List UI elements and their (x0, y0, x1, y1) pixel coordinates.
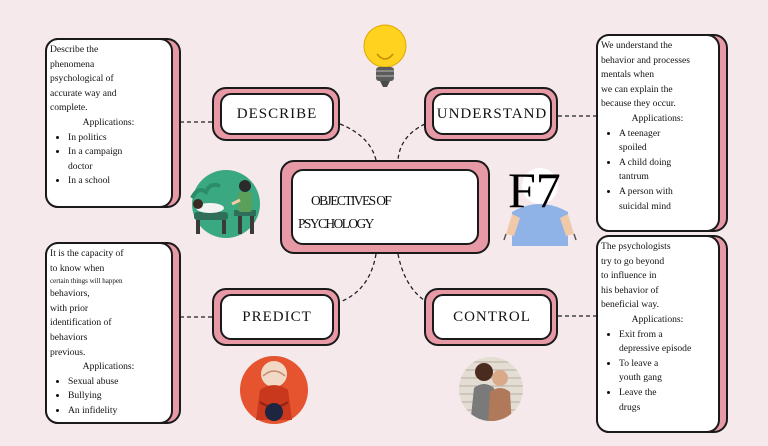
card-text-line: complete. (50, 102, 88, 114)
applications-label: Applications: (631, 112, 684, 124)
list-item: A person with (619, 185, 714, 200)
node-label: CONTROL (432, 294, 552, 340)
list-item: youth gang (619, 372, 662, 384)
applications-label: Applications: (82, 361, 135, 373)
node-label: PREDICT (220, 294, 334, 340)
card-text-line: behaviors (50, 331, 88, 343)
card-text-line: behavior and processes (601, 54, 690, 66)
card-understand: We understand the behavior and processes… (596, 34, 728, 232)
card-describe: Describe the phenomena psychological of … (45, 38, 181, 208)
card-text-line: beneficial way. (601, 299, 659, 311)
list-item: A teenager (619, 127, 714, 142)
card-text-line: with prior (50, 302, 89, 314)
card-text-line: The psychologists (601, 241, 671, 252)
applications-list: In politics In a campaign doctor In a sc… (50, 131, 167, 189)
card-text-line: previous. (50, 346, 86, 358)
node-describe: DESCRIBE (212, 87, 340, 141)
applications-list: A teenager spoiled A child doing tantrum… (601, 127, 714, 215)
list-item: To leave a (619, 357, 714, 372)
applications-list: Sexual abuse Bullying An infidelity (50, 375, 167, 419)
confused-person-illustration (503, 168, 577, 246)
card-text-line: Describe the (50, 44, 99, 55)
center-title: OBJECTIVES OF PSYCHOLOGY (291, 169, 479, 245)
list-item: spoiled (619, 142, 647, 154)
card-predict: It is the capacity of to know when certa… (45, 242, 181, 424)
list-item: doctor (68, 160, 93, 172)
therapy-session-illustration (190, 170, 260, 238)
connector-center-understand (397, 123, 426, 161)
center-title-line-1: OBJECTIVES OF (311, 193, 392, 208)
card-text-line: behaviors, (50, 288, 90, 300)
list-item: tantrum (619, 171, 649, 183)
list-item: depressive episode (619, 343, 692, 355)
list-item: A child doing (619, 156, 714, 171)
connector-center-predict (339, 253, 377, 303)
card-text-line: It is the capacity of (50, 248, 124, 259)
card-text-line: we can explain the (601, 83, 673, 95)
node-understand: UNDERSTAND (424, 87, 558, 141)
node-label: DESCRIBE (220, 93, 334, 135)
lightbulb-icon (363, 24, 407, 87)
list-item: In a campaign (68, 145, 167, 160)
card-text-line: psychological of (50, 73, 114, 85)
center-title-line-2: PSYCHOLOGY (298, 216, 374, 231)
card-text-line: We understand the (601, 40, 673, 51)
applications-list: Exit from a depressive episode To leave … (601, 328, 714, 416)
card-text-line: identification of (50, 317, 112, 329)
node-predict: PREDICT (212, 288, 340, 346)
card-text-line: try to go beyond (601, 255, 665, 267)
card-control: The psychologists try to go beyond to in… (596, 235, 728, 433)
applications-label: Applications: (631, 313, 684, 325)
center-node: OBJECTIVES OF PSYCHOLOGY (280, 160, 490, 254)
connector-center-describe (339, 123, 377, 161)
list-item: In a school (68, 174, 167, 189)
card-text-small-line: certain things will happen (50, 277, 123, 286)
card-text-line: his behavior of (601, 284, 659, 296)
f7-stamp: F7 (508, 162, 561, 218)
node-control: CONTROL (424, 288, 558, 346)
node-label: UNDERSTAND (432, 93, 552, 135)
card-text-line: because they occur. (601, 98, 676, 110)
list-item: suicidal mind (619, 200, 671, 212)
card-text-line: accurate way and (50, 87, 117, 99)
list-item: An infidelity (68, 404, 167, 419)
list-item: Bullying (68, 389, 167, 404)
list-item: In politics (68, 131, 167, 146)
card-text-line: to know when (50, 262, 105, 274)
list-item: Exit from a (619, 328, 714, 343)
hugging-people-illustration (459, 357, 523, 421)
applications-label: Applications: (82, 116, 135, 128)
card-text-line: mentals when (601, 69, 655, 81)
list-item: Sexual abuse (68, 375, 167, 390)
sad-person-illustration (240, 356, 308, 424)
list-item: Leave the (619, 386, 714, 401)
card-text-line: to influence in (601, 270, 657, 282)
card-text-line: phenomena (50, 58, 95, 70)
list-item: drugs (619, 401, 641, 413)
